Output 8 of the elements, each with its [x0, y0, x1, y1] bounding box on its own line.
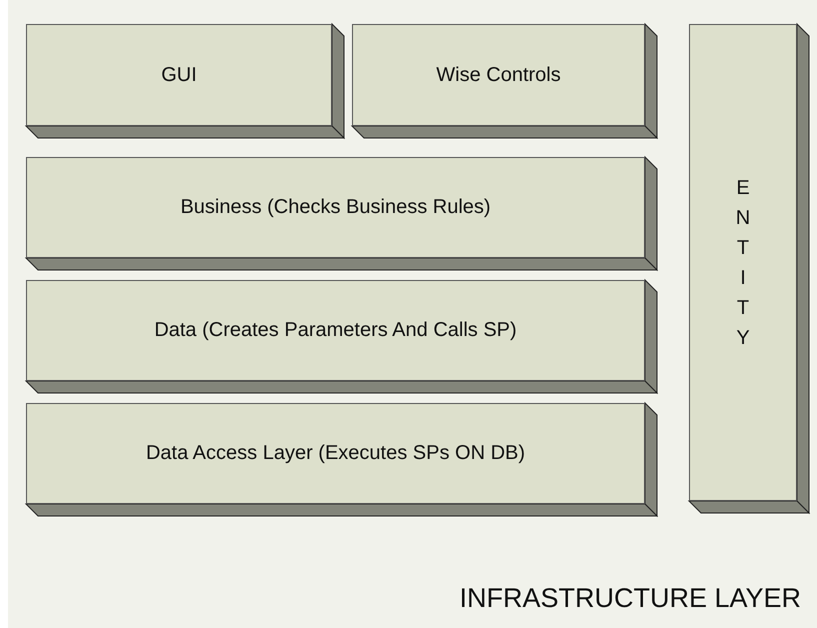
- layer-label: Business (Checks Business Rules): [180, 196, 491, 219]
- layer-band: [8, 0, 817, 628]
- layer-label: ENTITY: [736, 176, 750, 350]
- layer-label: Wise Controls: [436, 64, 561, 86]
- layer-label: Data (Creates Parameters And Calls SP): [154, 319, 517, 342]
- band-title: INFRASTRUCTURE LAYER: [459, 583, 801, 614]
- layer-label: GUI: [161, 64, 197, 86]
- layer-label: Data Access Layer (Executes SPs ON DB): [146, 442, 526, 465]
